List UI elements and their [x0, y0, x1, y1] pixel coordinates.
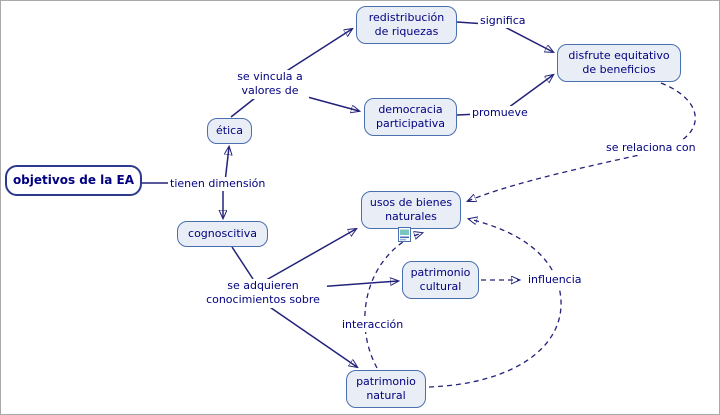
link-label-significa[interactable]: significa [478, 14, 528, 29]
edge-tienen-dimension-to-etica [225, 147, 229, 183]
link-label-promueve[interactable]: promueve [470, 106, 530, 121]
link-label-influencia[interactable]: influencia [526, 273, 584, 288]
concept-cognoscitiva[interactable]: cognoscitiva [177, 221, 268, 247]
link-label-interaccion[interactable]: interacción [340, 318, 406, 333]
concept-disfrute-equitativo[interactable]: disfrute equitativo de beneficios [557, 44, 681, 82]
edge-patrimonio-natural-interaccion-usos [364, 233, 422, 369]
concept-patrimonio-natural[interactable]: patrimonio natural [346, 370, 426, 408]
attached-resource-icon[interactable] [398, 227, 411, 242]
edge-cognoscitiva-to-se-adquieren [231, 246, 254, 280]
edge-etica-to-se-vincula [230, 97, 256, 118]
link-label-tienen-dimension[interactable]: tienen dimensión [168, 177, 268, 192]
edge-influencia-arc-to-usos [428, 219, 562, 388]
link-label-se-vincula-a-valores-de[interactable]: se vincula a valores de [231, 70, 309, 99]
edge-se-vincula-to-redistribucion [284, 29, 352, 73]
concept-etica[interactable]: ética [207, 118, 252, 144]
concept-democracia-participativa[interactable]: democracia participativa [364, 98, 457, 136]
concept-usos-bienes-naturales[interactable]: usos de bienes naturales [361, 191, 461, 229]
edge-se-adquieren-to-patrimonio-natural [260, 300, 357, 367]
link-label-se-relaciona-con[interactable]: se relaciona con [604, 141, 698, 156]
concept-patrimonio-cultural[interactable]: patrimonio cultural [402, 261, 479, 299]
concept-objetivos-ea[interactable]: objetivos de la EA [5, 165, 142, 196]
concept-redistribucion-de-riquezas[interactable]: redistribución de riquezas [356, 6, 457, 44]
link-label-se-adquieren-conocimientos[interactable]: se adquieren conocimientos sobre [199, 279, 327, 308]
edge-se-adquieren-to-usos [260, 229, 356, 284]
